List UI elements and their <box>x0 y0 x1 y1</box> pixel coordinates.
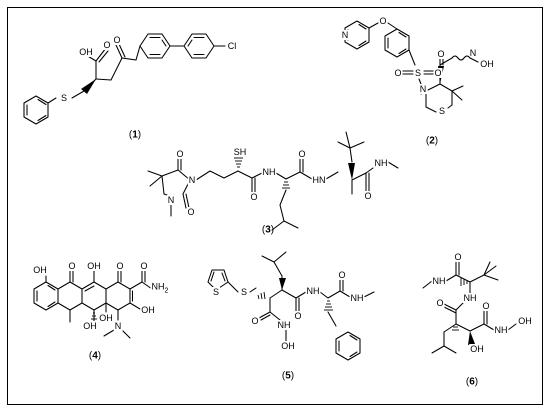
atom-label-cl: Cl <box>226 41 238 51</box>
structure-3-stereo <box>234 157 355 189</box>
atom-label-oh: OH <box>86 261 102 271</box>
atom-label-nh: NH <box>373 158 389 168</box>
structure-5-stereo <box>257 278 333 311</box>
atom-label-oh: OH <box>479 59 495 69</box>
atom-label-o: O <box>112 35 122 45</box>
atom-label-nh: NH <box>305 286 321 296</box>
atom-label-nh: NH <box>462 293 478 303</box>
atom-label-nh2: NH2 <box>150 281 170 297</box>
atom-label-o: O <box>297 149 307 159</box>
compound-label-4: (4) <box>88 350 102 362</box>
atom-label-n: N <box>418 84 428 94</box>
atom-label-o: O <box>481 301 491 311</box>
atom-label-oh: OH <box>517 316 533 326</box>
atom-label-o: O <box>453 252 463 262</box>
atom-label-o: O <box>67 261 77 271</box>
atom-label-o: O <box>337 270 347 280</box>
structure-2-bonds <box>344 20 479 113</box>
compound-label-3: (3) <box>261 224 275 236</box>
atom-label-s: S <box>413 68 423 78</box>
structure-1-wedge <box>81 79 96 94</box>
atom-label-s-thiophene: S <box>211 287 221 297</box>
structure-6-stereo <box>452 278 475 345</box>
structure-4-stereo <box>91 312 97 320</box>
atom-label-o: O <box>139 261 149 271</box>
atom-label-o: O <box>393 68 403 78</box>
atom-label-nh: NH <box>431 276 447 286</box>
figure-border <box>7 7 543 405</box>
atom-label-n: N <box>469 48 477 58</box>
compound-label-5: (5) <box>281 370 295 382</box>
atom-label-o: O <box>293 311 303 321</box>
structure-1-bonds <box>23 33 226 125</box>
atom-label-n: N <box>166 195 176 205</box>
atom-label-s: S <box>239 287 249 297</box>
atom-label-nh: NH <box>276 320 292 330</box>
atom-label-o: O <box>175 149 185 159</box>
atom-label-oh: OH <box>140 305 156 315</box>
atom-label-o: O <box>250 316 260 326</box>
atom-label-o: O <box>378 16 388 26</box>
atom-label-s: S <box>437 106 447 116</box>
atom-label-nh: NH <box>349 293 365 303</box>
atom-label-hn: HN <box>311 175 327 185</box>
atom-label-o: O <box>433 68 443 78</box>
atom-label-nh: NH <box>493 325 509 335</box>
atom-label-oh: OH <box>280 341 296 351</box>
structure-3-bonds <box>147 131 399 231</box>
compound-label-2: (2) <box>425 135 439 147</box>
atom-label-s: S <box>59 93 69 103</box>
atom-label-nh: NH <box>261 167 277 177</box>
structure-4-bonds <box>33 269 153 339</box>
atom-label-o: O <box>436 49 446 59</box>
subscript-2: 2 <box>164 287 169 295</box>
atom-label-n: N <box>340 30 350 40</box>
atom-label-oh: OH <box>469 344 485 354</box>
atom-label-n: N <box>113 321 123 331</box>
atom-label-oh: OH <box>82 321 98 331</box>
compound-label-1: (1) <box>128 129 142 141</box>
atom-label-sh: SH <box>232 147 248 157</box>
atom-label-oh: OH <box>98 313 114 323</box>
compound-label-6: (6) <box>465 376 479 388</box>
atom-label-oh: OH <box>32 265 48 275</box>
atom-label-o: O <box>102 40 112 50</box>
atom-label-oh: OH <box>78 47 94 57</box>
atom-label-o: O <box>186 207 196 217</box>
structure-6-bonds <box>422 260 517 354</box>
atom-label-o: O <box>363 191 373 201</box>
atom-label-o: O <box>435 298 445 308</box>
atom-label-o: O <box>249 192 259 202</box>
atom-label-o: O <box>115 261 125 271</box>
atom-label-n: N <box>187 175 197 185</box>
